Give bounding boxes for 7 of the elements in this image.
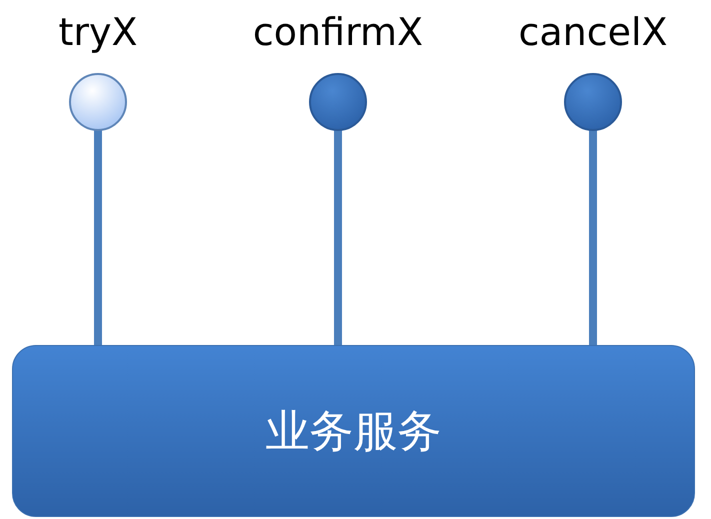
connector-line (589, 130, 597, 345)
connector-line (94, 130, 102, 345)
operation-label: tryX (57, 9, 139, 56)
operation-label: cancelX (517, 9, 669, 56)
connector-line (334, 130, 342, 345)
operation-label: confirmX (252, 9, 424, 56)
service-box: 业务服务 (12, 345, 695, 517)
